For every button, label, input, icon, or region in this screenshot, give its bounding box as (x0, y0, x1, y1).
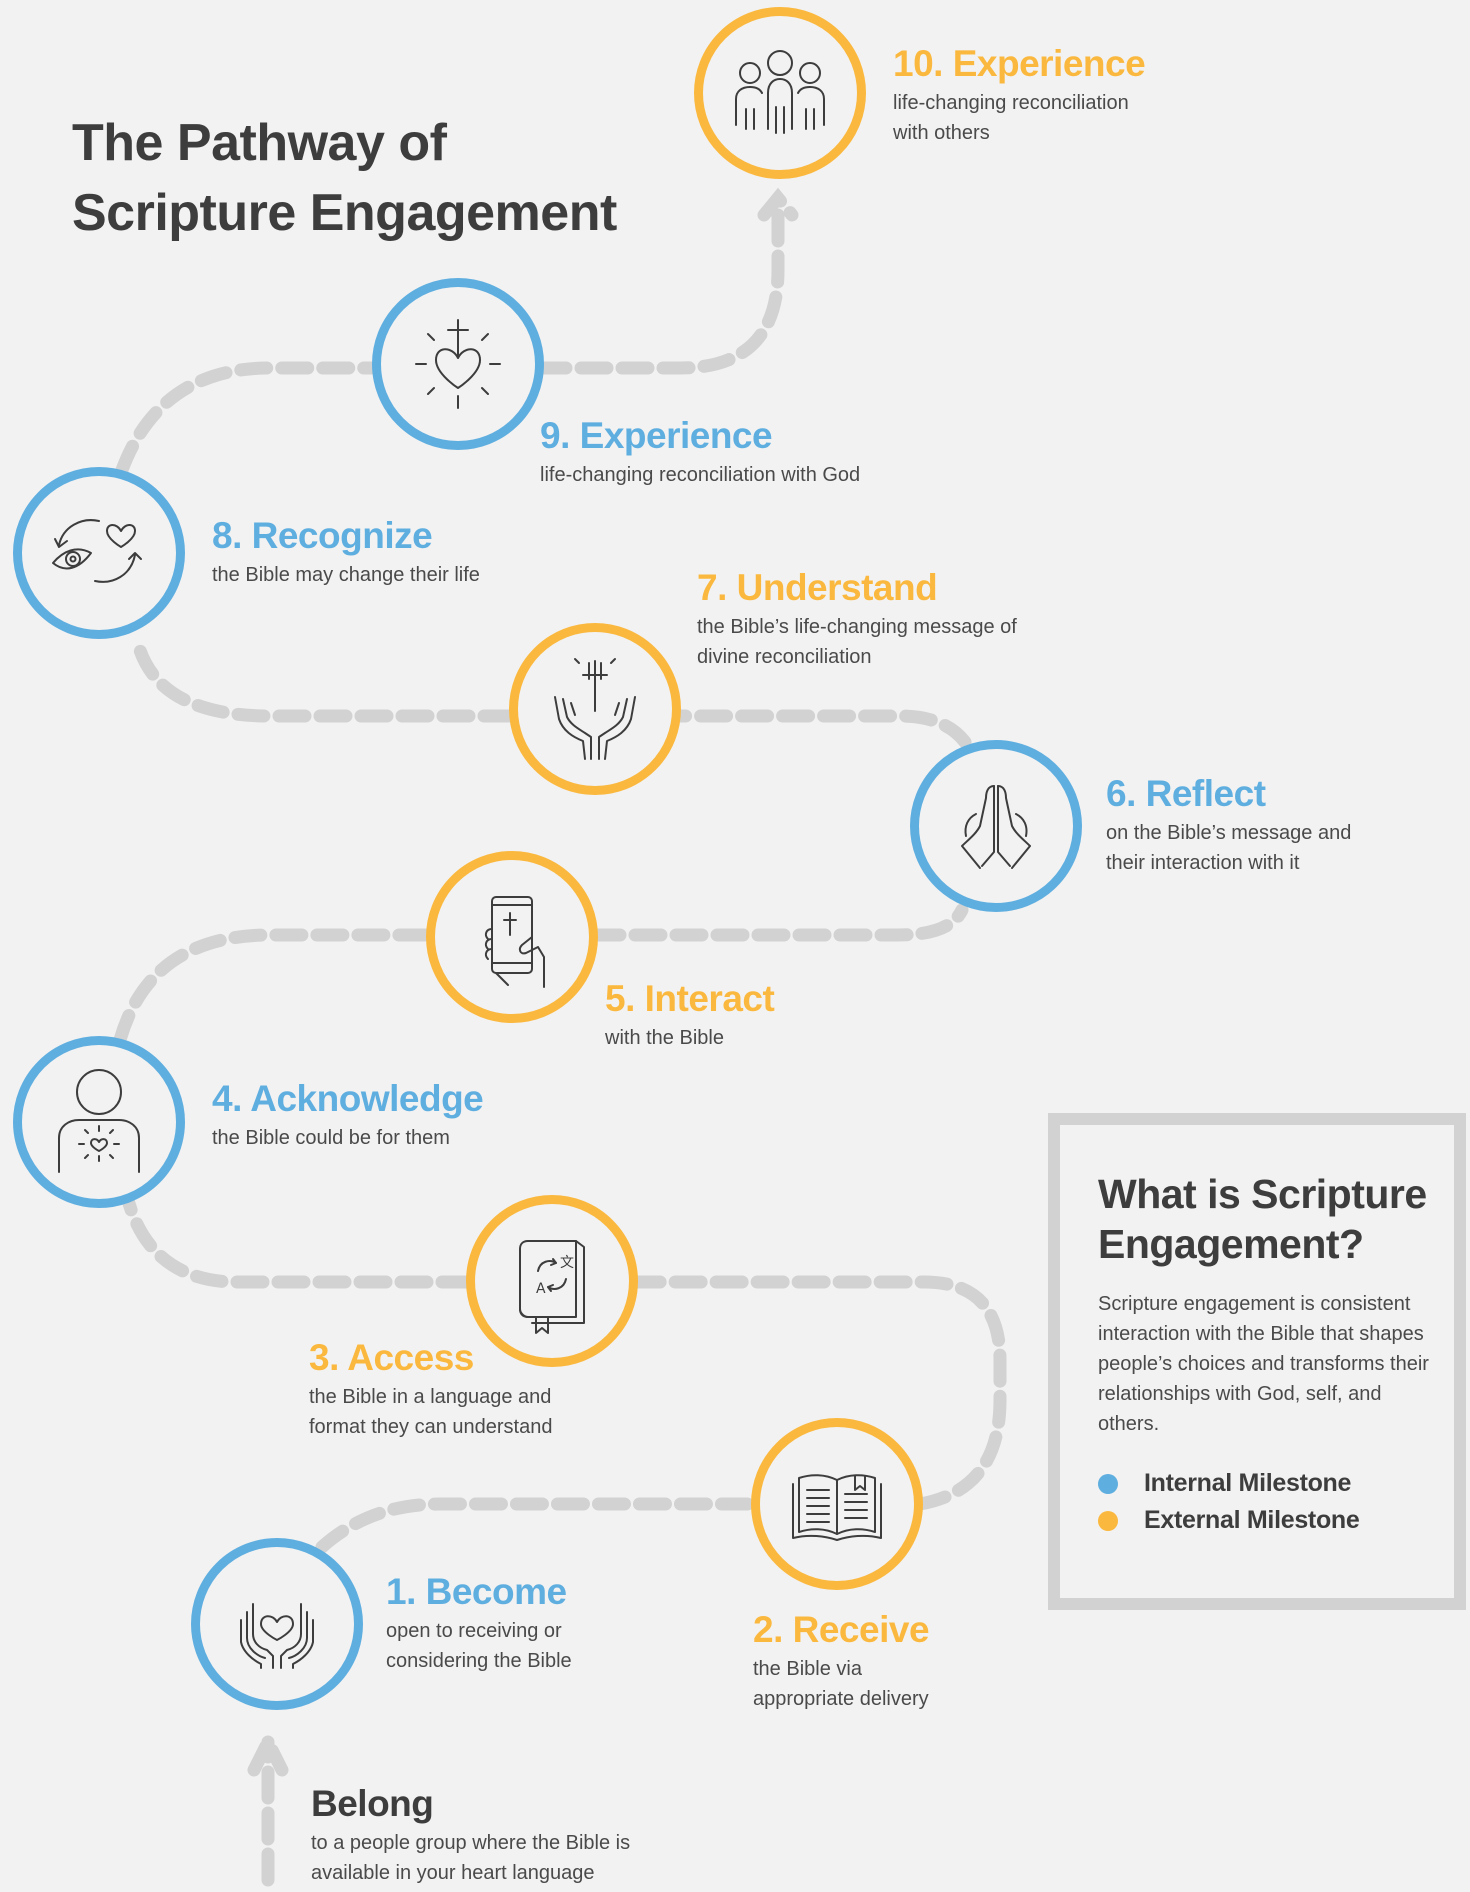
step-5-circle (426, 851, 598, 1023)
legend-label: Internal Milestone (1144, 1469, 1352, 1497)
desc-line: the Bible via (753, 1658, 862, 1680)
internal-dot-icon (1098, 1473, 1118, 1494)
step-10-description: life-changing reconciliation with others (893, 88, 1145, 148)
step-10-circle (694, 7, 866, 179)
desc-line: the Bible’s life-changing message of (697, 616, 1017, 638)
step-1-heading: 1. Become (386, 1571, 567, 1612)
desc-line: the Bible in a language and (309, 1386, 552, 1408)
hands-heart-icon (240, 1603, 314, 1669)
desc-line: with others (893, 122, 990, 144)
step-1: 1. Become open to receiving or considerin… (386, 1570, 572, 1676)
page-title: The Pathway of Scripture Engagement (72, 108, 617, 248)
desc-line: format they can understand (309, 1416, 553, 1438)
desc-line: life-changing reconciliation (893, 92, 1129, 114)
step-8-heading: 8. Recognize (212, 515, 433, 556)
step-5-description: with the Bible (605, 1023, 774, 1053)
title-line-1: The Pathway of (72, 114, 447, 172)
step-10: 10. Experience life-changing reconciliat… (893, 42, 1146, 148)
desc-line: on the Bible’s message and (1106, 822, 1352, 844)
title-line-2: Scripture Engagement (72, 184, 617, 242)
step-7-circle (509, 623, 681, 795)
step-5: 5. Interact with the Bible (605, 977, 775, 1053)
step-6-circle (910, 740, 1082, 912)
step-6-heading: 6. Reflect (1106, 773, 1266, 814)
step-7-description: the Bible’s life-changing message of divi… (697, 612, 1017, 672)
step-1-circle (191, 1538, 363, 1710)
person-heart-icon (58, 1069, 140, 1173)
step-9-circle (372, 278, 544, 450)
svg-text:文: 文 (560, 1255, 574, 1271)
desc-line: their interaction with it (1106, 852, 1300, 874)
step-1-description: open to receiving or considering the Bibl… (386, 1616, 572, 1676)
legend-item-external: External Milestone (1098, 1502, 1360, 1539)
legend-item-internal: Internal Milestone (1098, 1465, 1360, 1502)
step-8: 8. Recognize the Bible may change their … (212, 514, 480, 590)
step-4-circle (13, 1036, 185, 1208)
step-4-heading: 4. Acknowledge (212, 1078, 484, 1119)
desc-line: with the Bible (605, 1027, 724, 1049)
step-9: 9. Experience life-changing reconciliati… (540, 414, 860, 490)
info-body: Scripture engagement is consistent inter… (1098, 1293, 1429, 1435)
step-8-circle (13, 467, 185, 639)
svg-text:A: A (536, 1281, 546, 1297)
desc-line: the Bible may change their life (212, 564, 480, 586)
step-2-description: the Bible via appropriate delivery (753, 1654, 929, 1714)
step-7-heading: 7. Understand (697, 567, 938, 608)
hands-cross-icon (554, 658, 636, 760)
step-8-description: the Bible may change their life (212, 560, 480, 590)
step-2-heading: 2. Receive (753, 1609, 930, 1650)
desc-line: appropriate delivery (753, 1688, 929, 1710)
external-dot-icon (1098, 1510, 1118, 1531)
translated-book-icon: A 文 (519, 1240, 585, 1334)
step-6-description: on the Bible’s message and their interact… (1106, 818, 1351, 878)
step-9-description: life-changing reconciliation with God (540, 460, 860, 490)
eye-heart-cycle-icon (52, 519, 142, 583)
info-box: What is Scripture Engagement? Scripture … (1048, 1113, 1466, 1610)
desc-line: available in your heart language (311, 1862, 595, 1884)
step-belong: Belong to a people group where the Bible… (311, 1782, 630, 1888)
step-3-heading: 3. Access (309, 1337, 474, 1378)
step-4-description: the Bible could be for them (212, 1123, 483, 1153)
praying-hands-icon (961, 785, 1031, 869)
legend: Internal Milestone External Milestone (1098, 1465, 1360, 1539)
desc-line: life-changing reconciliation with God (540, 464, 861, 486)
step-5-heading: 5. Interact (605, 978, 775, 1019)
step-2: 2. Receive the Bible via appropriate deli… (753, 1608, 930, 1714)
step-3: 3. Access the Bible in a language and for… (309, 1336, 552, 1442)
desc-line: to a people group where the Bible is (311, 1832, 631, 1854)
step-belong-description: to a people group where the Bible is avai… (311, 1828, 630, 1888)
desc-line: considering the Bible (386, 1650, 572, 1672)
step-7: 7. Understand the Bible’s life-changing … (697, 566, 1017, 672)
step-4: 4. Acknowledge the Bible could be for th… (212, 1077, 484, 1153)
info-title: What is Scripture Engagement? (1098, 1171, 1427, 1267)
step-3-description: the Bible in a language and format they c… (309, 1382, 552, 1442)
step-2-circle (751, 1418, 923, 1590)
desc-line: divine reconciliation (697, 646, 872, 668)
step-3-circle: A 文 (466, 1195, 638, 1367)
legend-label: External Milestone (1144, 1506, 1360, 1534)
cross-heart-radiant-icon (415, 319, 501, 409)
step-10-heading: 10. Experience (893, 43, 1146, 84)
desc-line: the Bible could be for them (212, 1127, 450, 1149)
desc-line: open to receiving or (386, 1620, 562, 1642)
phone-bible-icon (484, 896, 545, 988)
step-9-heading: 9. Experience (540, 415, 773, 456)
open-book-icon (792, 1474, 882, 1541)
people-group-icon (735, 50, 825, 134)
step-belong-heading: Belong (311, 1783, 434, 1824)
step-6: 6. Reflect on the Bible’s message and the… (1106, 772, 1351, 878)
